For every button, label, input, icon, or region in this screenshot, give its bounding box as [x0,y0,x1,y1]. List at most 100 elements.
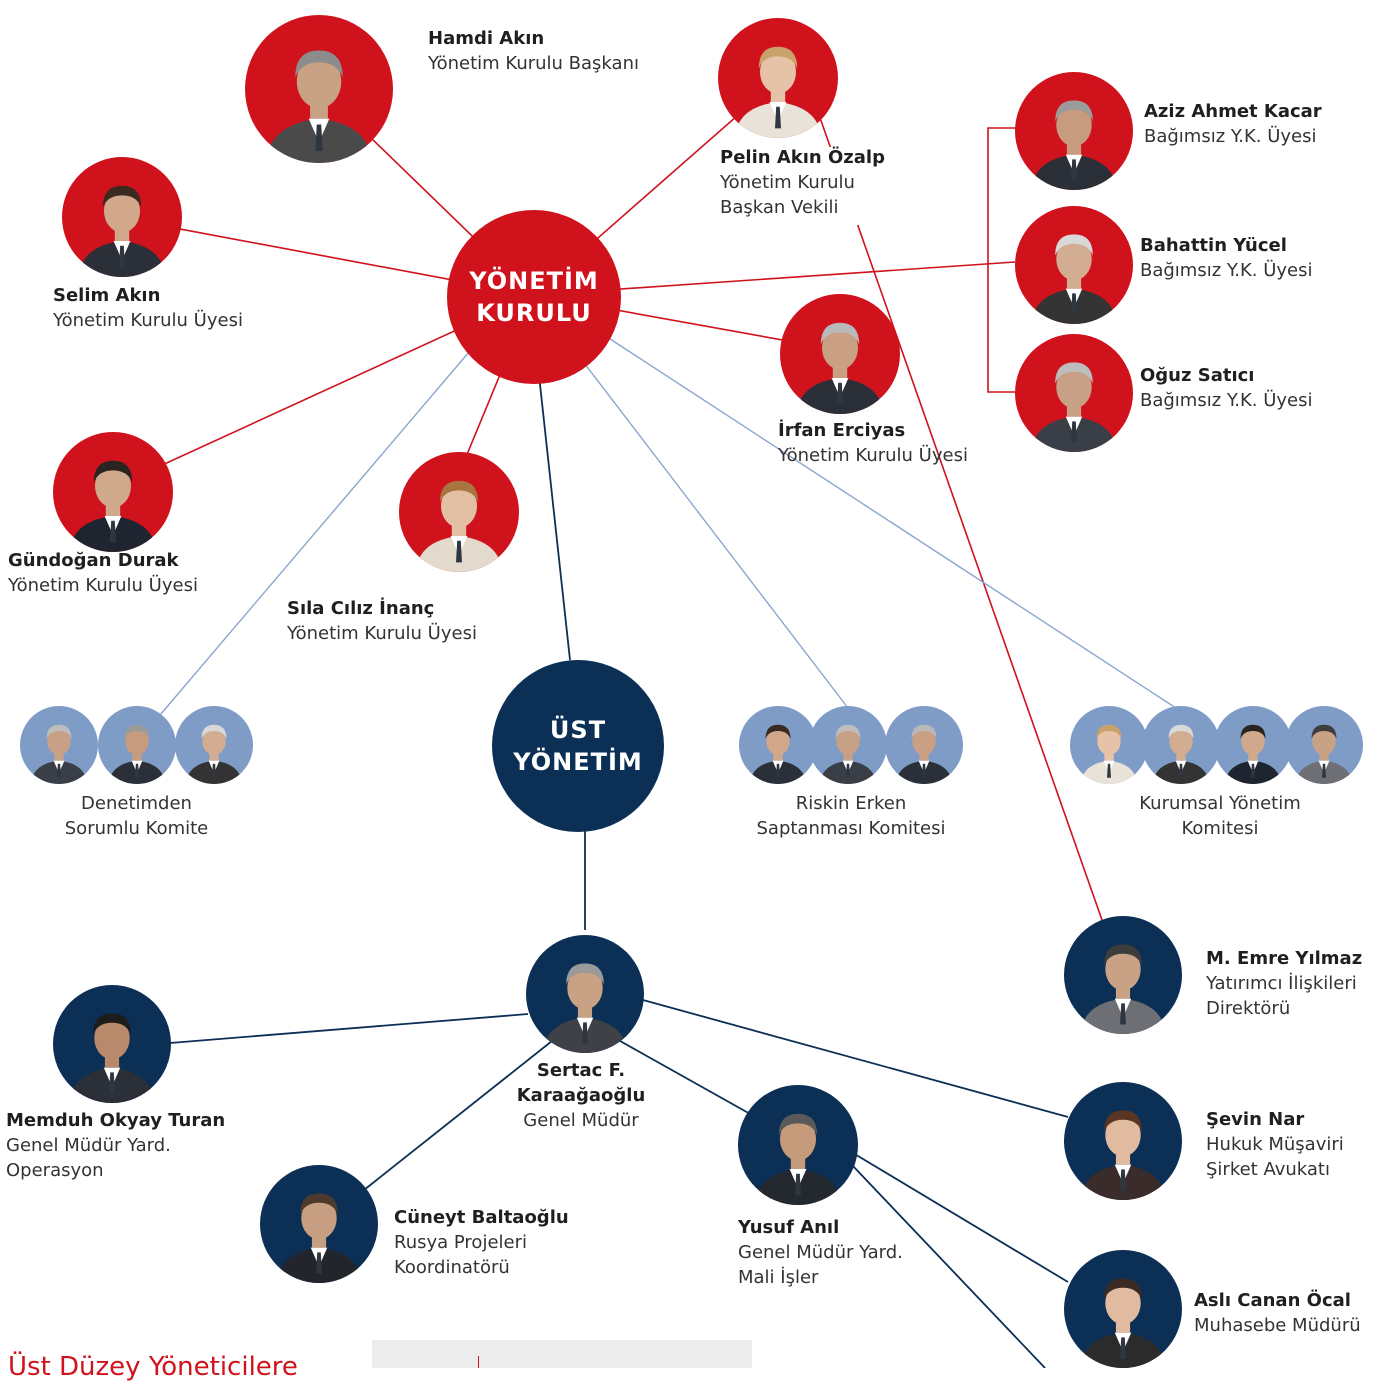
photo-pelin [718,18,838,138]
portrait-icon [1285,706,1363,784]
person-role: Genel Müdür [523,1110,639,1131]
photo-hamdi [245,15,393,163]
portrait-icon [885,706,963,784]
board-hub: YÖNETİM KURULU [447,210,621,384]
photo-audit-3 [175,706,253,784]
person-name: Oğuz Satıcı [1140,365,1255,386]
bottom-divider [478,1356,479,1368]
portrait-icon [809,706,887,784]
board-hub-line2: KURULU [476,299,592,327]
portrait-icon [739,706,817,784]
portrait-icon [526,935,644,1053]
person-role: Hukuk Müşaviri Şirket Avukatı [1206,1134,1344,1180]
photo-risk-1 [739,706,817,784]
portrait-icon [1214,706,1292,784]
photo-sevin [1064,1082,1182,1200]
person-name: Sertac F. Karaağaoğlu [516,1060,646,1106]
person-irfan: İrfan Erciyas Yönetim Kurulu Üyesi [778,418,968,468]
person-emre: M. Emre Yılmaz Yatırımcı İlişkileri Dire… [1206,946,1362,1021]
board-hub-line1: YÖNETİM [469,267,599,295]
portrait-icon [1015,206,1133,324]
person-name: Aslı Canan Öcal [1194,1290,1351,1311]
photo-selim [62,157,182,277]
portrait-icon [780,294,900,414]
person-role: Yönetim Kurulu Üyesi [778,445,968,466]
person-role: Yatırımcı İlişkileri Direktörü [1206,973,1357,1019]
person-name: Gündoğan Durak [8,550,179,571]
management-hub-line2: YÖNETİM [513,748,643,776]
person-name: Cüneyt Baltaoğlu [394,1207,569,1228]
person-name: Selim Akın [53,285,161,306]
person-selim: Selim Akın Yönetim Kurulu Üyesi [53,283,243,333]
photo-bahattin [1015,206,1133,324]
person-sertac: Sertac F. Karaağaoğlu Genel Müdür [498,1058,664,1133]
person-role: Genel Müdür Yard. Mali İşler [738,1242,903,1288]
person-role: Yönetim Kurulu Üyesi [287,623,477,644]
person-sevin: Şevin Nar Hukuk Müşaviri Şirket Avukatı [1206,1107,1344,1182]
portrait-icon [20,706,98,784]
person-name: Memduh Okyay Turan [6,1110,226,1131]
portrait-icon [1015,72,1133,190]
portrait-icon [175,706,253,784]
person-name: Sıla Cılız İnanç [287,598,435,619]
portrait-icon [1064,916,1182,1034]
photo-asli [1064,1250,1182,1368]
portrait-icon [1064,1082,1182,1200]
portrait-icon [1070,706,1148,784]
portrait-icon [1064,1250,1182,1368]
person-gundogan: Gündoğan Durak Yönetim Kurulu Üyesi [8,548,198,598]
person-cuneyt: Cüneyt Baltaoğlu Rusya Projeleri Koordin… [394,1205,569,1280]
photo-sila [399,452,519,572]
photo-audit-1 [20,706,98,784]
portrait-icon [260,1165,378,1283]
person-role: Bağımsız Y.K. Üyesi [1140,260,1313,281]
photo-gov-1 [1070,706,1148,784]
person-name: İrfan Erciyas [778,420,906,441]
person-yusuf: Yusuf Anıl Genel Müdür Yard. Mali İşler [738,1215,903,1290]
person-role: Bağımsız Y.K. Üyesi [1140,390,1313,411]
committee-governance-label: Kurumsal Yönetim Komitesi [1139,793,1301,839]
photo-audit-2 [98,706,176,784]
portrait-icon [98,706,176,784]
person-role: Rusya Projeleri Koordinatörü [394,1232,527,1278]
photo-gundogan [53,432,173,552]
photo-cuneyt [260,1165,378,1283]
caption-backdrop [718,147,912,225]
person-name: Aziz Ahmet Kacar [1144,101,1322,122]
photo-gov-4 [1285,706,1363,784]
committee-audit-label: Denetimden Sorumlu Komite [64,793,209,839]
person-name: M. Emre Yılmaz [1206,948,1363,969]
photo-emre [1064,916,1182,1034]
portrait-icon [738,1085,858,1205]
person-role: Genel Müdür Yard. Operasyon [6,1135,171,1181]
portrait-icon [62,157,182,277]
committee-risk-label: Riskin Erken Saptanması Komitesi [756,793,946,839]
person-hamdi: Hamdi Akın Yönetim Kurulu Başkanı [428,26,639,76]
person-role: Yönetim Kurulu Üyesi [53,310,243,331]
portrait-icon [53,985,171,1103]
person-asli: Aslı Canan Öcal Muhasebe Müdürü [1194,1288,1361,1338]
person-role: Yönetim Kurulu Başkanı [428,53,639,74]
photo-memduh [53,985,171,1103]
person-name: Bahattin Yücel [1140,235,1287,256]
photo-aziz [1015,72,1133,190]
photo-gov-3 [1214,706,1292,784]
portrait-icon [718,18,838,138]
photo-gov-2 [1142,706,1220,784]
person-name: Pelin Akın Özalp [720,147,885,168]
person-name: Şevin Nar [1206,1109,1305,1130]
photo-sertac [526,935,644,1053]
photo-risk-3 [885,706,963,784]
person-role: Yönetim Kurulu Üyesi [8,575,198,596]
person-role: Muhasebe Müdürü [1194,1315,1361,1336]
photo-oguz [1015,334,1133,452]
person-bahattin: Bahattin Yücel Bağımsız Y.K. Üyesi [1140,233,1313,283]
person-name: Hamdi Akın [428,28,545,49]
portrait-icon [399,452,519,572]
photo-irfan [780,294,900,414]
person-memduh: Memduh Okyay Turan Genel Müdür Yard. Ope… [6,1108,225,1183]
management-hub: ÜST YÖNETİM [492,660,664,832]
portrait-icon [1015,334,1133,452]
person-role: Yönetim Kurulu Başkan Vekili [720,172,855,218]
management-hub-line1: ÜST [549,716,607,744]
